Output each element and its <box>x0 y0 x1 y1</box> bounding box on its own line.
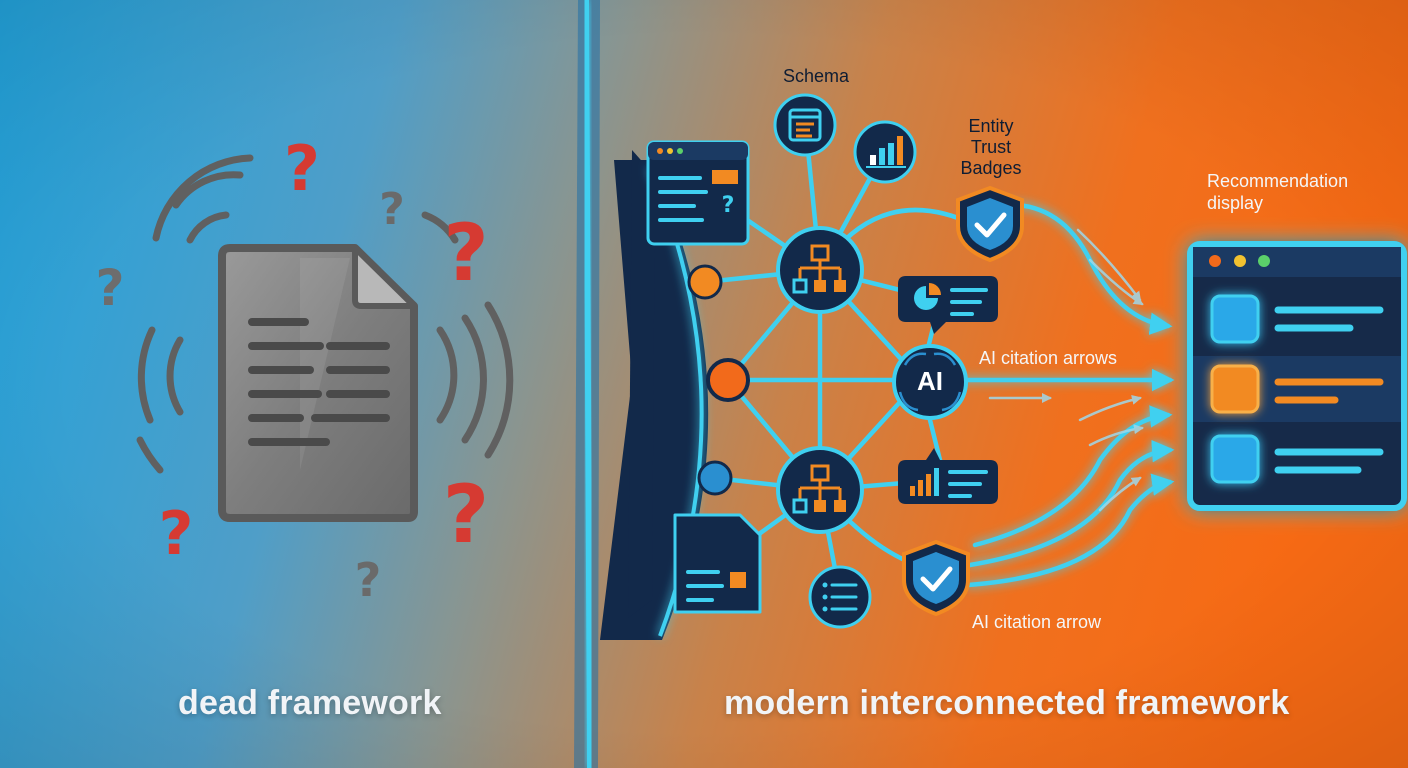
schema-icon <box>773 93 837 157</box>
recommendation-display <box>1187 241 1407 511</box>
svg-text:?: ? <box>379 184 405 235</box>
faint-arrows <box>988 228 1144 512</box>
citation-arrows <box>949 202 1175 588</box>
bar-chart-icon <box>898 448 998 504</box>
list-item <box>1210 364 1260 414</box>
question-mark-icon: ? ? ? ? ? ? ? <box>95 132 489 607</box>
signal-wave-icon <box>421 211 514 459</box>
document-icon <box>218 244 418 522</box>
shield-check-icon <box>902 539 970 617</box>
recommendation-display-label-line1: Recommendation <box>1207 171 1349 191</box>
recommendation-display-label-line2: display <box>1207 193 1264 213</box>
window-icon: ? <box>646 140 750 246</box>
hierarchy-icon <box>776 446 864 534</box>
right-caption: modern interconnected framework <box>724 684 1290 722</box>
svg-text:?: ? <box>284 132 320 205</box>
pie-chart-icon <box>898 276 998 334</box>
list-icon <box>808 565 872 629</box>
arrow-icon <box>967 439 1175 568</box>
entity-trust-badges-label-line3: Badges <box>960 158 1022 178</box>
svg-text:?: ? <box>443 468 489 561</box>
svg-text:?: ? <box>722 193 735 218</box>
svg-text:?: ? <box>95 259 124 317</box>
left-caption: dead framework <box>178 684 442 722</box>
shield-check-icon <box>956 185 1024 263</box>
document-card-icon <box>673 513 762 614</box>
arrow-icon <box>965 473 1175 588</box>
signal-wave-icon <box>136 154 254 474</box>
arrow-icon <box>972 405 1173 548</box>
dead-framework-panel: ? ? ? ? ? ? ? <box>95 132 514 607</box>
network-node-orange <box>687 264 723 300</box>
list-item <box>1210 434 1260 484</box>
ai-citation-arrow-label: AI citation arrow <box>972 612 1102 632</box>
ai-citation-arrows-label: AI citation arrows <box>979 348 1118 368</box>
svg-text:?: ? <box>443 209 488 299</box>
entity-trust-badges-label-line1: Entity <box>968 116 1014 136</box>
svg-text:?: ? <box>355 553 382 607</box>
modern-framework-panel: ? <box>600 93 1407 640</box>
bar-chart-icon <box>853 120 917 184</box>
divider-line <box>574 0 600 768</box>
network-node-blue <box>697 460 733 496</box>
schema-label: Schema <box>782 66 850 86</box>
list-item <box>1210 294 1260 344</box>
entity-trust-badges-label-line2: Trust <box>970 137 1012 157</box>
ai-node-label: AI <box>917 366 943 396</box>
svg-text:?: ? <box>159 499 194 569</box>
ai-brain-icon <box>892 344 968 420</box>
network-node-orange <box>706 358 750 402</box>
hierarchy-icon <box>776 226 864 314</box>
